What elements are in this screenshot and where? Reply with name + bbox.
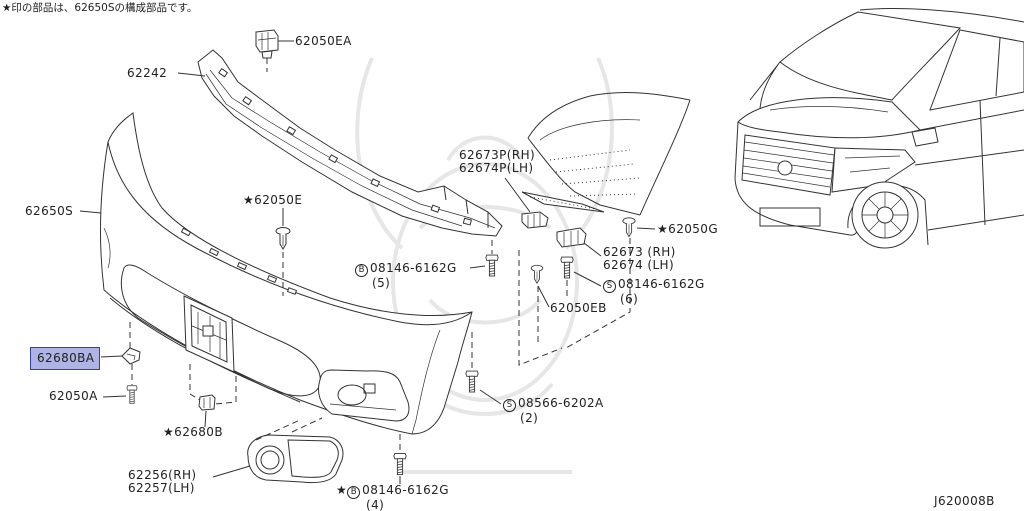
front-fender-section <box>521 92 691 216</box>
circled-s-icon: S <box>603 280 616 293</box>
screw-62050a[interactable] <box>126 385 138 404</box>
component-note: ★印の部品は、62650Sの構成部品です。 <box>2 2 198 14</box>
part-label-62650s[interactable]: 62650S <box>25 205 73 218</box>
quantity: (2) <box>520 411 539 425</box>
part-number: 62050A <box>49 389 98 403</box>
part-label-62680ba[interactable]: 62680BA <box>30 347 101 370</box>
assembly-dashed-lines <box>129 238 631 452</box>
clip-62680b[interactable] <box>198 394 216 411</box>
part-label-62256[interactable]: 62256(RH) 62257(LH) <box>128 469 197 495</box>
bolt-08146-6162g-5[interactable] <box>485 254 499 277</box>
component-star-icon: ★ <box>163 425 175 439</box>
bolt-08566-6202a[interactable] <box>465 370 479 393</box>
quantity: (5) <box>372 276 391 290</box>
pin-clip-62050eb[interactable] <box>530 264 544 284</box>
diagram-code: J620008B <box>934 494 995 508</box>
part-label-62242[interactable]: 62242 <box>127 67 167 80</box>
circled-s-icon: S <box>503 399 516 412</box>
part-label-62680b[interactable]: ★62680B <box>163 426 223 439</box>
bumper-reinforcement-bracket[interactable] <box>197 49 503 237</box>
part-number: 08146-6162G <box>370 261 457 275</box>
part-number-rh: 62256(RH) <box>128 468 197 482</box>
part-number-lh: 62674P(LH) <box>459 161 534 175</box>
part-number-lh: 62674 (LH) <box>603 258 675 272</box>
part-number: 62680B <box>174 425 223 439</box>
part-number-rh: 62673 (RH) <box>603 245 676 259</box>
part-number: 62050G <box>668 222 719 236</box>
vehicle-overview-sketch <box>734 8 1024 249</box>
part-number: 08146-6162G <box>362 483 449 497</box>
part-number: 62050E <box>254 193 303 207</box>
part-number: 62650S <box>25 204 74 218</box>
fog-lamp-recess <box>318 369 410 422</box>
component-star-icon: ★ <box>243 193 255 207</box>
part-number-lh: 62257(LH) <box>128 481 195 495</box>
clip-62050ea[interactable] <box>255 29 279 72</box>
fender-bracket-62673p[interactable] <box>521 211 549 229</box>
part-label-62050a[interactable]: 62050A <box>49 390 98 403</box>
circled-b-icon: B <box>347 486 361 499</box>
part-label-62673p[interactable]: 62673P(RH) 62674P(LH) <box>459 149 535 175</box>
part-number: 08146-6162G <box>618 277 705 291</box>
part-number-rh: 62673P(RH) <box>459 148 536 162</box>
part-number: 62050EB <box>550 301 607 315</box>
component-star-icon: ★ <box>336 483 348 497</box>
pin-clip-62050g[interactable] <box>622 217 636 238</box>
part-label-62673[interactable]: 62673 (RH) 62674 (LH) <box>603 246 676 272</box>
clip-62680ba[interactable] <box>121 347 141 365</box>
part-number: 62242 <box>127 66 168 80</box>
fender-bracket-62673[interactable] <box>556 227 587 248</box>
part-label-62050g[interactable]: ★62050G <box>657 223 718 236</box>
bolt-08146-6162g-6[interactable] <box>560 256 574 279</box>
quantity: (6) <box>620 292 639 306</box>
part-number: 62050EA <box>295 34 352 48</box>
fog-lamp-cover[interactable] <box>247 434 344 484</box>
quantity: (4) <box>366 498 385 511</box>
part-number: 62680BA <box>37 351 95 365</box>
pin-clip-62050e[interactable] <box>275 227 291 250</box>
part-label-62050ea[interactable]: 62050EA <box>295 35 352 48</box>
part-number: 08566-6202A <box>518 396 604 410</box>
license-plate-bracket[interactable] <box>183 295 235 373</box>
part-label-62050e[interactable]: ★62050E <box>243 194 302 207</box>
part-label-62050eb[interactable]: 62050EB <box>550 302 607 315</box>
leader-lines <box>79 40 656 484</box>
component-star-icon: ★ <box>657 222 669 236</box>
circled-b-icon: B <box>355 264 368 277</box>
